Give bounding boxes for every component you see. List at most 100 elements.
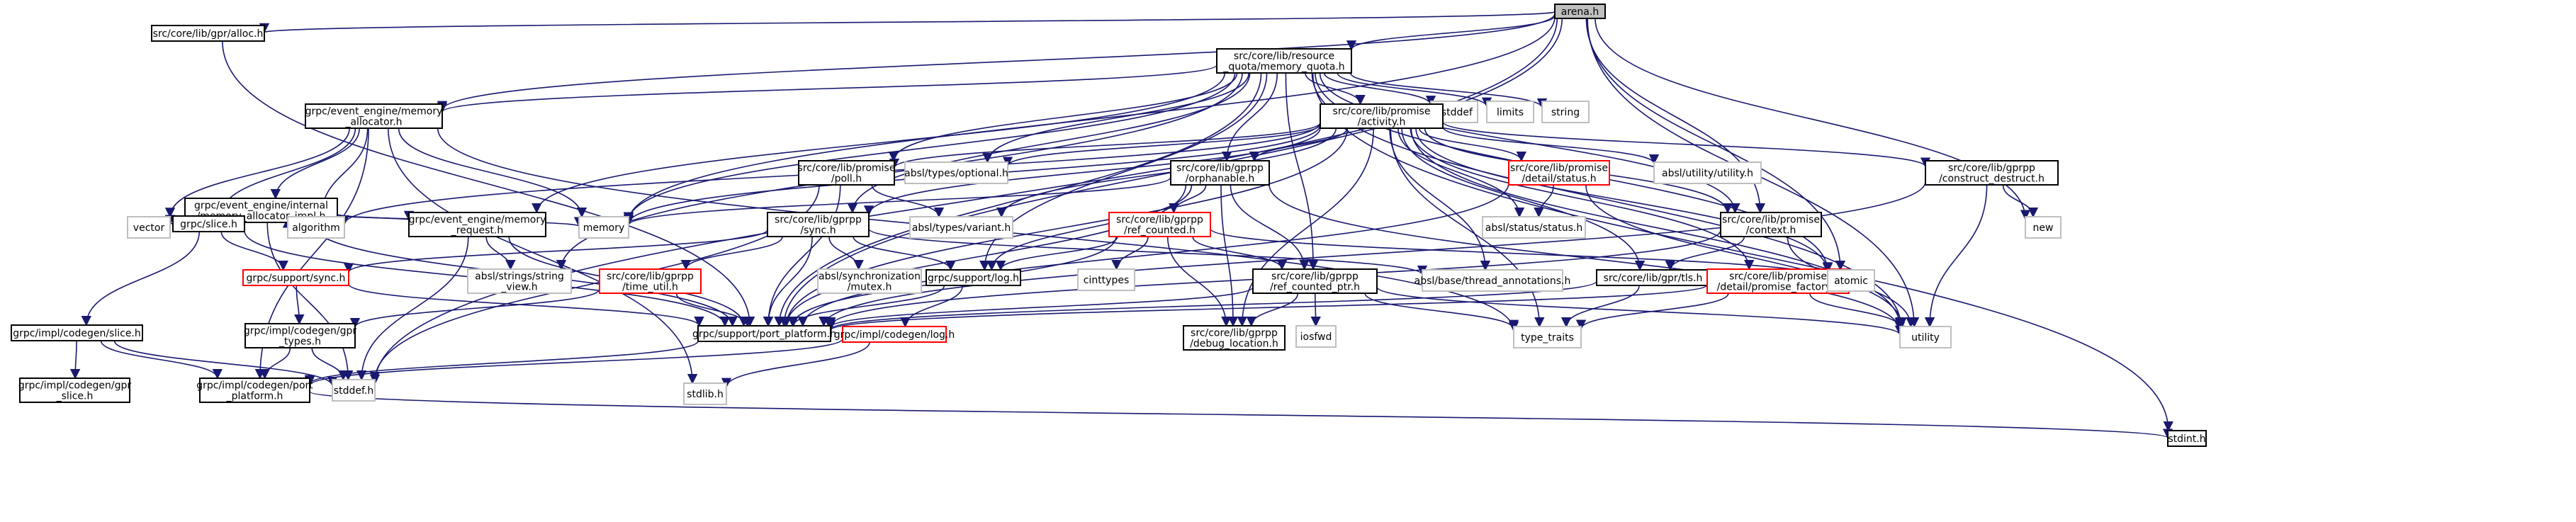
node-thread_annotations[interactable]: absl/base/thread_annotations.h: [1414, 269, 1571, 292]
node-codegen_gpr_types[interactable]: grpc/impl/codegen/gpr_types.h: [244, 323, 357, 348]
edge-promise_activity-to-orphanable: [1249, 127, 1348, 162]
node-atomic[interactable]: atomic: [1827, 269, 1875, 292]
node-box: [798, 160, 895, 186]
node-limits[interactable]: limits: [1486, 101, 1534, 123]
node-box: [332, 379, 376, 402]
node-codegen_slice[interactable]: grpc/impl/codegen/slice.h: [11, 324, 143, 341]
edge-arena-to-new: [1594, 18, 2031, 220]
edge-ee_allocator-to-ee_internal: [270, 127, 360, 200]
edge-promise_poll-to-support_port_platform: [763, 184, 841, 327]
node-label: grpc/impl/codegen/port: [196, 380, 313, 392]
node-box: [2025, 216, 2062, 239]
node-promise_status[interactable]: src/core/lib/promise/detail/status.h: [1508, 160, 1610, 186]
edge-memory_quota-to-ee_request: [531, 72, 1225, 214]
node-vector[interactable]: vector: [127, 216, 171, 239]
edge-ref_counted_ptr-to-iosfwd: [1310, 293, 1321, 327]
node-strings_string_view[interactable]: absl/strings/string_view.h: [467, 268, 572, 294]
edge-memory_quota-to-gprpp_sync: [847, 72, 1251, 214]
node-label: _types.h: [279, 336, 321, 348]
node-label: grpc/impl/codegen/gpr: [244, 326, 357, 337]
edge-gpr_tls-to-type_traits: [1560, 285, 1640, 328]
node-types_optional[interactable]: absl/types/optional.h: [904, 161, 1008, 184]
edge-promise_activity-to-support_port_platform: [781, 127, 1349, 327]
node-utility[interactable]: utility: [1899, 326, 1952, 348]
edge-promise_activity-to-gpr_tls: [1401, 127, 1646, 271]
node-cinttypes[interactable]: cinttypes: [1077, 268, 1135, 291]
node-box: [199, 378, 310, 403]
node-box: [1925, 160, 2059, 186]
node-stddef[interactable]: stddef.h: [332, 379, 376, 402]
node-ref_counted_ptr[interactable]: src/core/lib/gprpp/ref_counted_ptr.h: [1252, 268, 1378, 294]
node-box: [1554, 4, 1606, 19]
edge-arena-to-ee_allocator: [437, 13, 1556, 112]
node-box: [1216, 48, 1352, 74]
node-codegen_log[interactable]: grpc/impl/codegen/log.h: [834, 326, 955, 343]
edge-construct_destruct-to-support_port_platform: [819, 181, 1926, 327]
edge-promise_status-to-utility: [1585, 184, 1907, 328]
edge-promise_status-to-status_status: [1534, 184, 1554, 218]
node-iosfwd[interactable]: iosfwd: [1295, 325, 1337, 348]
node-box: [1508, 160, 1610, 186]
node-stdlib[interactable]: stdlib.h: [683, 382, 727, 405]
edge-gprpp_sync-to-support_port_platform: [763, 236, 813, 327]
node-box: [1320, 103, 1444, 129]
node-promise_context[interactable]: src/core/lib/promise/context.h: [1720, 212, 1822, 237]
node-debug_location[interactable]: src/core/lib/gprpp/debug_location.h: [1183, 325, 1286, 351]
edge-promise_activity-to-promise_poll: [889, 122, 1321, 169]
edge-arena-to-gpr_alloc: [260, 11, 1556, 34]
node-status_status[interactable]: absl/status/status.h: [1482, 216, 1586, 239]
node-codegen_port_platform[interactable]: grpc/impl/codegen/port_platform.h: [196, 378, 313, 403]
node-ee_request[interactable]: grpc/event_engine/memory_request.h: [408, 212, 546, 237]
node-label: src/core/lib/gprpp: [1191, 328, 1278, 339]
node-promise_factory[interactable]: src/core/lib/promise/detail/promise_fact…: [1706, 268, 1850, 294]
node-orphanable[interactable]: src/core/lib/gprpp/orphanable.h: [1170, 160, 1270, 186]
node-label: grpc/support/port_platform.h: [692, 329, 836, 340]
node-promise_poll[interactable]: src/core/lib/promise/poll.h: [798, 160, 896, 186]
node-label: grpc/event_engine/memory: [409, 215, 546, 226]
node-types_variant[interactable]: absl/types/variant.h: [909, 216, 1013, 239]
node-gpr_alloc[interactable]: src/core/lib/gpr/alloc.h: [151, 25, 265, 42]
node-time_util[interactable]: src/core/lib/gprpp/time_util.h: [599, 268, 702, 294]
node-label: src/core/lib/gprpp: [1176, 163, 1264, 174]
edge-gprpp_sync-to-support_sync: [344, 229, 768, 273]
node-label: grpc/slice.h: [180, 219, 237, 230]
node-string[interactable]: string: [1541, 101, 1590, 123]
node-box: [926, 269, 1021, 286]
node-support_sync[interactable]: grpc/support/sync.h: [242, 269, 349, 286]
edge-memory_quota-to-promise_context: [1319, 72, 1740, 214]
node-type_traits[interactable]: type_traits: [1513, 326, 1582, 348]
edge-ref_counted_ptr-to-debug_location: [1246, 293, 1299, 327]
node-slice[interactable]: grpc/slice.h: [172, 215, 245, 232]
node-promise_activity[interactable]: src/core/lib/promise/activity.h: [1320, 103, 1444, 129]
node-memory[interactable]: memory: [578, 216, 629, 239]
node-box: [1541, 101, 1590, 123]
node-box: [467, 268, 572, 294]
node-sync_mutex[interactable]: absl/synchronization/mutex.h: [817, 268, 922, 294]
edge-orphanable-to-debug_location: [1220, 184, 1239, 327]
edge-memory_quota-to-ref_counted_ptr: [1285, 72, 1319, 271]
node-gpr_tls[interactable]: src/core/lib/gpr/tls.h: [1596, 269, 1710, 286]
edge-memory_quota-to-cstddef: [1323, 72, 1436, 106]
node-support_log[interactable]: grpc/support/log.h: [926, 269, 1021, 286]
edge-orphanable-to-ref_counted_ptr: [1230, 184, 1310, 271]
node-algorithm[interactable]: algorithm: [287, 216, 345, 239]
node-construct_destruct[interactable]: src/core/lib/gprpp/construct_destruct.h: [1925, 160, 2059, 186]
edge-codegen_gpr_types-to-codegen_port_platform: [259, 347, 291, 380]
node-support_port_platform[interactable]: grpc/support/port_platform.h: [692, 325, 836, 342]
node-ee_allocator[interactable]: grpc/event_engine/memory_allocator.h: [305, 103, 443, 129]
node-gprpp_sync[interactable]: src/core/lib/gprpp/sync.h: [767, 212, 870, 237]
node-memory_quota[interactable]: src/core/lib/resource_quota/memory_quota…: [1216, 48, 1352, 74]
node-box: [683, 382, 727, 405]
node-box: [1183, 325, 1286, 351]
node-arena[interactable]: arena.h: [1554, 4, 1606, 19]
node-utility_utility[interactable]: absl/utility/utility.h: [1653, 161, 1762, 184]
node-box: [19, 378, 130, 403]
node-new[interactable]: new: [2025, 216, 2062, 239]
node-codegen_gpr_slice[interactable]: grpc/impl/codegen/gpr_slice.h: [18, 378, 132, 403]
node-box: [817, 268, 922, 294]
node-stdint[interactable]: stdint.h: [2167, 430, 2207, 447]
node-box: [1170, 160, 1270, 186]
node-ref_counted[interactable]: src/core/lib/gprpp/ref_counted.h: [1108, 212, 1211, 237]
node-label: /orphanable.h: [1186, 174, 1255, 185]
node-box: [1422, 269, 1563, 292]
